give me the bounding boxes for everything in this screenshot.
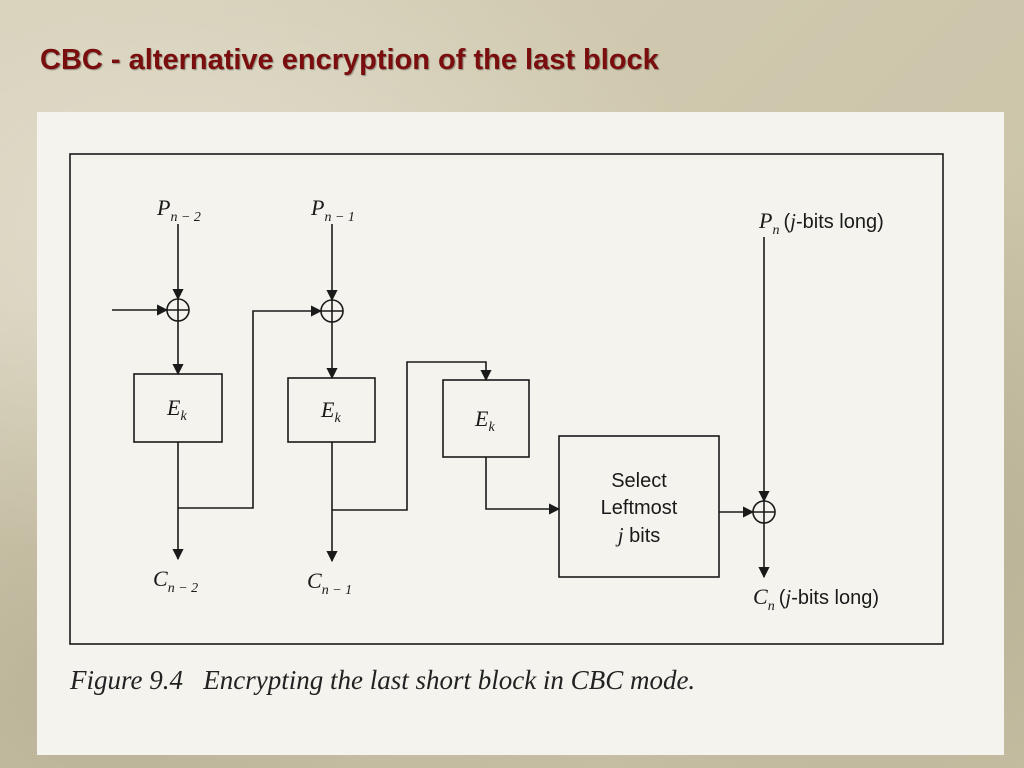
label-c-n-2: Cn − 2 (153, 566, 198, 596)
chain1-line (178, 305, 323, 509)
encrypt-label-1: Ek (166, 395, 187, 424)
figure-frame (69, 153, 944, 645)
select-line-3: j bits (615, 523, 661, 547)
encrypt-label-3: Ek (474, 406, 495, 435)
slide-title: CBC - alternative encryption of the last… (40, 44, 659, 76)
label-c-n: Cn(j-bits long) (753, 584, 879, 614)
xor-3 (752, 500, 776, 524)
xor-2 (320, 299, 344, 323)
chain2-line (332, 361, 492, 511)
encrypt-box-1 (133, 373, 223, 443)
label-p-n-1: Pn − 1 (310, 195, 355, 225)
figure-panel: Pn − 2 Pn − 1 Pn(j-bits long) Cn − 2 Cn … (37, 112, 1004, 755)
encrypt-label-2: Ek (320, 397, 341, 426)
encrypt-box-3 (442, 379, 530, 458)
select-line-2: Leftmost (601, 497, 678, 519)
select-box (558, 435, 720, 578)
xor-1 (166, 298, 190, 322)
ek3-to-select-line (485, 457, 561, 515)
cbc-diagram: Pn − 2 Pn − 1 Pn(j-bits long) Cn − 2 Cn … (69, 153, 944, 695)
label-p-n: Pn(j-bits long) (758, 208, 884, 238)
label-c-n-1: Cn − 1 (307, 568, 352, 598)
encrypt-box-2 (287, 377, 376, 443)
select-line-1: Select (611, 470, 667, 492)
figure-caption: Figure 9.4 Encrypting the last short blo… (69, 665, 695, 695)
label-p-n-2: Pn − 2 (156, 195, 201, 225)
